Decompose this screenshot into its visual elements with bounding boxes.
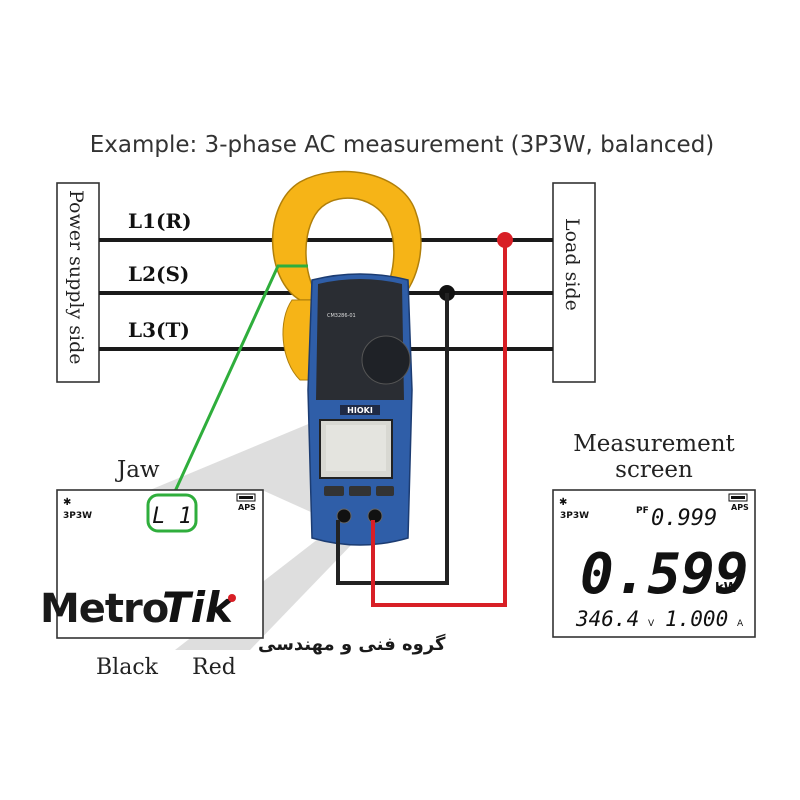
meter-brand: HIOKI: [347, 406, 373, 415]
meas-aps-label: APS: [731, 503, 749, 512]
meas-mode-label: 3P3W: [560, 511, 589, 521]
jaw-screen: [56, 489, 264, 639]
meter-display-glass: [326, 425, 386, 471]
line-l1-label: L1(R): [128, 209, 192, 233]
green-wire: [170, 264, 308, 499]
meas-current-value: 1.000: [665, 607, 728, 631]
measurement-title-line1: Measurement: [573, 431, 735, 457]
jaw-label: Jaw: [115, 457, 160, 483]
measurement-title-line2: screen: [615, 457, 693, 483]
red-probe-label: Red: [192, 655, 236, 680]
load-side-label: Load side: [561, 218, 583, 311]
metrotik-logo: Metro Tik گروه فنی و مهندسی: [40, 583, 446, 655]
jaw-aps-label: APS: [238, 503, 256, 512]
jaw-reading: L 1: [152, 504, 192, 529]
meas-current-unit: A: [737, 619, 744, 629]
black-probe-label: Black: [96, 655, 159, 680]
measurement-screen: [552, 489, 756, 638]
logo-accent-dot: [228, 594, 236, 602]
meas-voltage-unit: V: [648, 619, 655, 629]
diagram-title: Example: 3-phase AC measurement (3P3W, b…: [90, 132, 715, 158]
meter-button-display: [349, 486, 371, 496]
red-probe-wire: [371, 240, 507, 607]
meas-pf-label: PF: [636, 506, 649, 516]
jaw-reading-highlight: [146, 493, 198, 533]
line-l2-label: L2(S): [128, 262, 189, 286]
meas-main-unit: kW: [715, 581, 738, 596]
meas-pf-value: 0.999: [651, 506, 717, 531]
power-supply-label: Power supply side: [65, 190, 87, 364]
jaw-battery-level: [239, 496, 253, 499]
meas-voltage-value: 346.4: [575, 607, 639, 631]
load-side-box: [552, 182, 596, 383]
black-probe-wire: [336, 293, 449, 585]
meas-battery-icon: [728, 493, 748, 502]
logo-brand-right: Tik: [162, 583, 236, 632]
logo-brand-left: Metro: [40, 586, 168, 632]
meter-model: CM3286-01: [327, 313, 356, 319]
line-l3-label: L3(T): [128, 318, 190, 342]
jaw-view-fan: [150, 420, 333, 522]
rotary-dial: [361, 335, 411, 385]
logo-tagline: گروه فنی و مهندسی: [258, 633, 446, 655]
meas-main-value: 0.599: [580, 542, 749, 607]
meter-brand-plate: [340, 405, 380, 415]
meter-black-terminal: [336, 508, 352, 524]
jaw-mode-label: 3P3W: [63, 511, 92, 521]
jaw-battery-icon: [236, 493, 256, 502]
meter-button-shift: [376, 486, 394, 496]
jaw-bluetooth-icon: ✱: [63, 497, 71, 508]
meas-bluetooth-icon: ✱: [559, 497, 567, 508]
power-supply-box: [56, 182, 100, 383]
meas-battery-level: [731, 496, 745, 499]
meter-button-hold: [324, 486, 344, 496]
